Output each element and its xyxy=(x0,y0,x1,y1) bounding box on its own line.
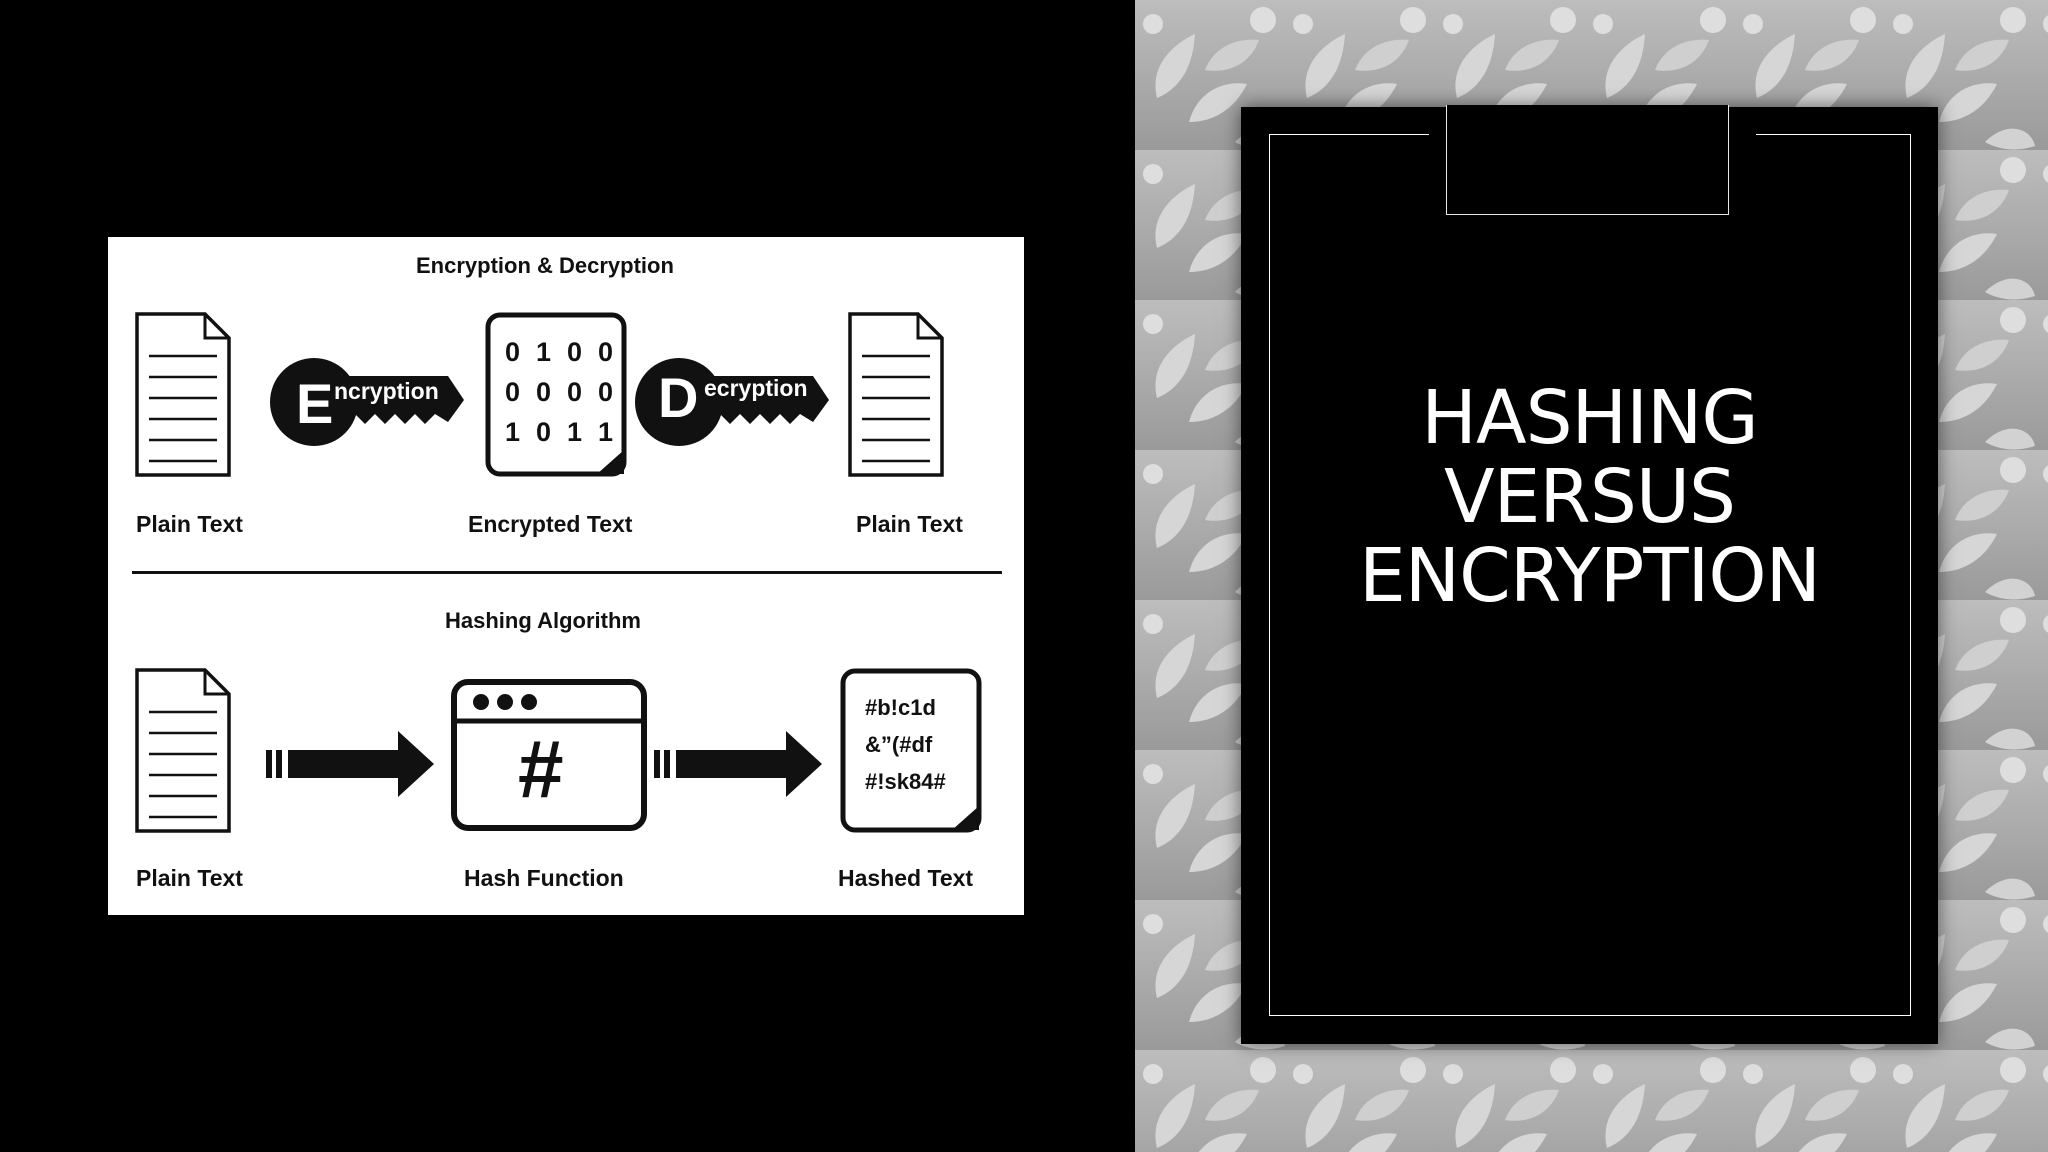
frame-top-right xyxy=(1756,134,1911,135)
arrow-right-icon xyxy=(266,731,434,797)
binary-digit: 0 xyxy=(536,417,552,447)
binary-digit: 0 xyxy=(567,377,583,407)
caption-encrypted-text: Encrypted Text xyxy=(468,511,633,537)
caption-hash-plain-text: Plain Text xyxy=(136,865,243,891)
binary-digit: 1 xyxy=(567,417,583,447)
binary-digit: 1 xyxy=(505,417,521,447)
title-clipboard: Hashing versus Encryption xyxy=(1241,105,1938,1044)
binary-digit: 0 xyxy=(598,337,614,367)
hashed-line-2: &”(#df xyxy=(865,732,933,757)
binary-digit: 1 xyxy=(598,417,614,447)
binary-digit: 0 xyxy=(598,377,614,407)
slide-title-line-3: Encryption xyxy=(1359,533,1821,619)
caption-hash-function: Hash Function xyxy=(464,865,624,891)
encryption-key-label: ncryption xyxy=(334,378,439,404)
slide-title-line-1: Hashing xyxy=(1421,375,1758,461)
encrypted-document-icon xyxy=(485,312,627,477)
encryption-key-letter: E xyxy=(296,372,334,435)
frame-bottom xyxy=(1269,1015,1911,1016)
encryption-key-icon xyxy=(270,358,464,446)
caption-plain-text-output: Plain Text xyxy=(856,511,963,537)
decrypted-document-icon xyxy=(848,312,944,477)
hash-symbol: # xyxy=(518,724,564,815)
hashed-line-1: #b!c1d xyxy=(865,695,936,720)
frame-right xyxy=(1910,134,1911,1016)
hash-function-window-icon xyxy=(451,679,647,831)
hashing-section-title: Hashing Algorithm xyxy=(445,608,641,633)
hashed-document-icon xyxy=(840,668,982,833)
decryption-key-letter: D xyxy=(658,366,699,429)
binary-digit: 0 xyxy=(505,337,521,367)
plain-document-icon xyxy=(135,312,231,477)
slide-title-line-2: versus xyxy=(1444,454,1736,540)
caption-hashed-text: Hashed Text xyxy=(838,865,974,891)
binary-digit: 0 xyxy=(505,377,521,407)
frame-left xyxy=(1269,134,1270,1016)
binary-digit: 1 xyxy=(536,337,552,367)
arrow-right-icon xyxy=(654,731,822,797)
right-panel: Hashing versus Encryption xyxy=(1135,0,2048,1152)
caption-plain-text-input: Plain Text xyxy=(136,511,243,537)
hash-input-document-icon xyxy=(135,668,231,833)
slide-title: Hashing versus Encryption xyxy=(1241,379,1938,616)
frame-top-left xyxy=(1269,134,1429,135)
decryption-key-label: ecryption xyxy=(704,375,808,401)
decryption-key-icon xyxy=(635,358,829,446)
binary-digit: 0 xyxy=(567,337,583,367)
encryption-section-title: Encryption & Decryption xyxy=(416,253,674,278)
binary-digit: 0 xyxy=(536,377,552,407)
hashed-line-3: #!sk84# xyxy=(865,769,946,794)
clipboard-clip xyxy=(1446,105,1729,215)
section-divider xyxy=(132,571,1002,574)
